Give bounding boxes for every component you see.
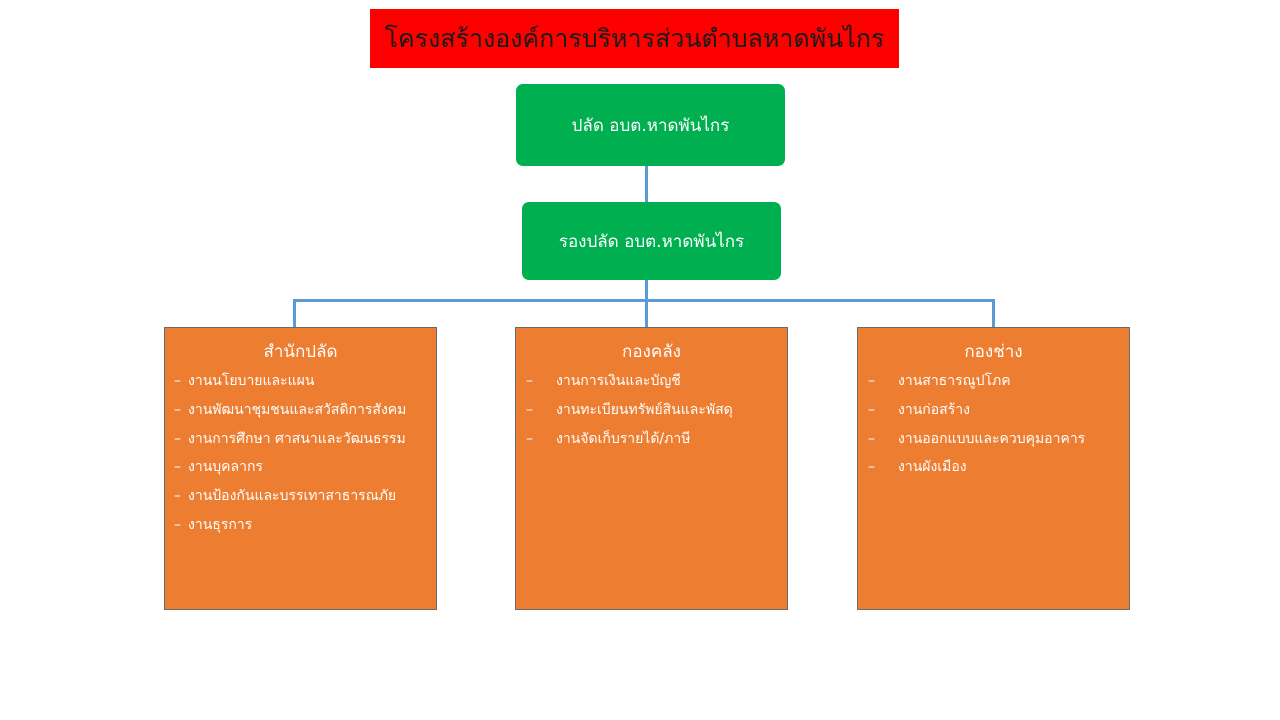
deputy-down-connector	[645, 280, 648, 327]
title-banner: โครงสร้างองค์การบริหารส่วนตำบลหาดพันไกร	[370, 9, 899, 68]
list-item: –งานพัฒนาชุมชนและสวัสดิการสังคม	[165, 396, 436, 425]
dept-task-list: –งานนโยบายและแผน –งานพัฒนาชุมชนและสวัสดิ…	[165, 367, 436, 540]
list-item: – งานการเงินและบัญชี	[516, 367, 787, 396]
dept-title: กองช่าง	[964, 342, 1023, 362]
list-item: –งานธุรการ	[165, 511, 436, 540]
dept-finance: กองคลัง – งานการเงินและบัญชี – งานทะเบียนท…	[515, 327, 788, 610]
list-item: –งานป้องกันและบรรเทาสาธารณภัย	[165, 482, 436, 511]
list-item-label: งานจัดเก็บรายได้/ภาษี	[556, 430, 691, 447]
list-item: – งานจัดเก็บรายได้/ภาษี	[516, 425, 787, 454]
list-item-label: งานพัฒนาชุมชนและสวัสดิการสังคม	[188, 401, 407, 418]
bullet-dash: –	[526, 373, 533, 389]
dept-title: กองคลัง	[622, 342, 681, 362]
list-item-label: งานการเงินและบัญชี	[556, 373, 681, 389]
deputy-node: รองปลัด อบต.หาดพันไกร	[522, 202, 781, 280]
list-item-label: งานทะเบียนทรัพย์สินและพัสดุ	[556, 401, 733, 418]
list-item: – งานออกแบบและควบคุมอาคาร	[858, 425, 1129, 454]
chief-label: ปลัด อบต.หาดพันไกร	[571, 115, 730, 136]
chief-node: ปลัด อบต.หาดพันไกร	[516, 84, 785, 166]
horizontal-connector	[293, 299, 995, 302]
list-item: – งานผังเมือง	[858, 453, 1129, 482]
deputy-label: รองปลัด อบต.หาดพันไกร	[558, 231, 745, 252]
list-item-label: งานสาธารณูปโภค	[898, 373, 1011, 389]
left-branch-connector	[293, 299, 296, 327]
bullet-dash: –	[174, 459, 181, 476]
dept-task-list: – งานการเงินและบัญชี – งานทะเบียนทรัพย์สิน…	[516, 367, 787, 453]
right-branch-connector	[992, 299, 995, 327]
list-item-label: งานการศึกษา ศาสนาและวัฒนธรรม	[188, 430, 406, 447]
list-item-label: งานบุคลากร	[188, 459, 263, 476]
chief-deputy-connector	[645, 166, 648, 202]
dept-engineering: กองช่าง – งานสาธารณูปโภค – งานก่อสร้าง – งา…	[857, 327, 1130, 610]
list-item-label: งานป้องกันและบรรเทาสาธารณภัย	[188, 488, 397, 505]
list-item: – งานสาธารณูปโภค	[858, 367, 1129, 396]
bullet-dash: –	[174, 373, 181, 389]
bullet-dash: –	[868, 401, 875, 418]
bullet-dash: –	[174, 401, 181, 418]
list-item-label: งานธุรการ	[188, 516, 253, 533]
bullet-dash: –	[868, 430, 875, 447]
list-item: – งานก่อสร้าง	[858, 396, 1129, 425]
bullet-dash: –	[174, 430, 181, 447]
bullet-dash: –	[868, 459, 875, 476]
list-item: –งานการศึกษา ศาสนาและวัฒนธรรม	[165, 425, 436, 454]
bullet-dash: –	[174, 488, 181, 505]
dept-office-of-permanent-secretary: สำนักปลัด –งานนโยบายและแผน –งานพัฒนาชุมช…	[164, 327, 437, 610]
list-item-label: งานออกแบบและควบคุมอาคาร	[898, 430, 1086, 447]
bullet-dash: –	[526, 430, 533, 447]
bullet-dash: –	[526, 401, 533, 418]
bullet-dash: –	[174, 516, 181, 533]
dept-task-list: – งานสาธารณูปโภค – งานก่อสร้าง – งานออกแบบแ…	[858, 367, 1129, 482]
dept-title: สำนักปลัด	[263, 342, 338, 362]
list-item: –งานบุคลากร	[165, 453, 436, 482]
list-item: –งานนโยบายและแผน	[165, 367, 436, 396]
list-item-label: งานก่อสร้าง	[898, 401, 970, 418]
chart-title: โครงสร้างองค์การบริหารส่วนตำบลหาดพันไกร	[384, 23, 885, 53]
list-item: – งานทะเบียนทรัพย์สินและพัสดุ	[516, 396, 787, 425]
list-item-label: งานนโยบายและแผน	[188, 373, 315, 389]
bullet-dash: –	[868, 373, 875, 389]
list-item-label: งานผังเมือง	[898, 459, 967, 476]
